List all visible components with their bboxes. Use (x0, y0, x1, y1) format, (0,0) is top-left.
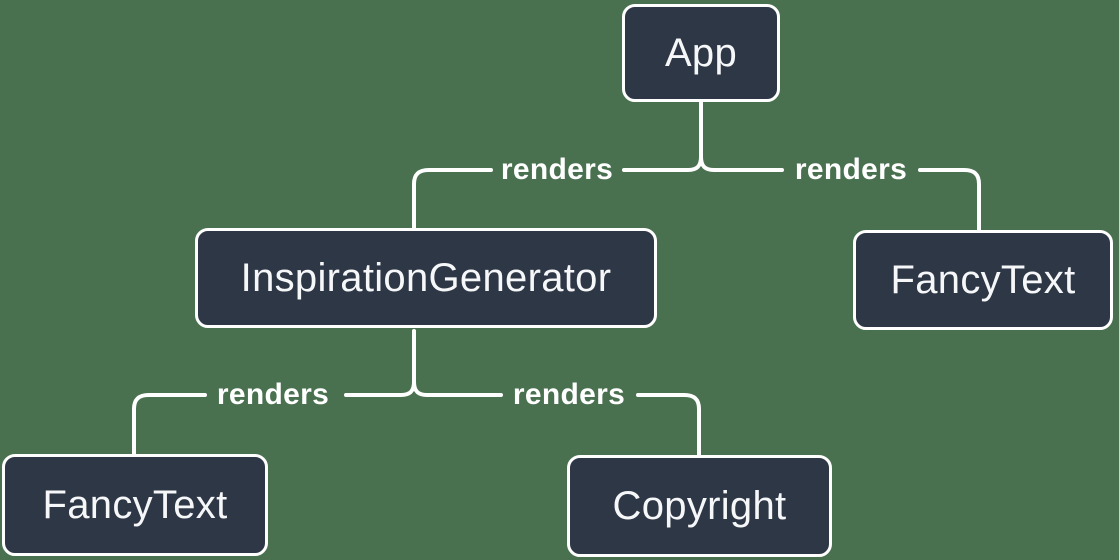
node-inspiration-generator: InspirationGenerator (195, 228, 657, 328)
node-app: App (622, 4, 780, 102)
edge-label-renders-app-fancy-text: renders (794, 153, 908, 186)
edge-label-renders-inspiration-copyright: renders (512, 378, 626, 411)
node-copyright: Copyright (567, 455, 832, 557)
edge-label-renders-inspiration-fancy-text: renders (216, 378, 330, 411)
node-fancy-text-top: FancyText (853, 230, 1113, 330)
edge-label-renders-app-inspiration: renders (500, 153, 614, 186)
node-fancy-text-bottom: FancyText (2, 454, 268, 556)
